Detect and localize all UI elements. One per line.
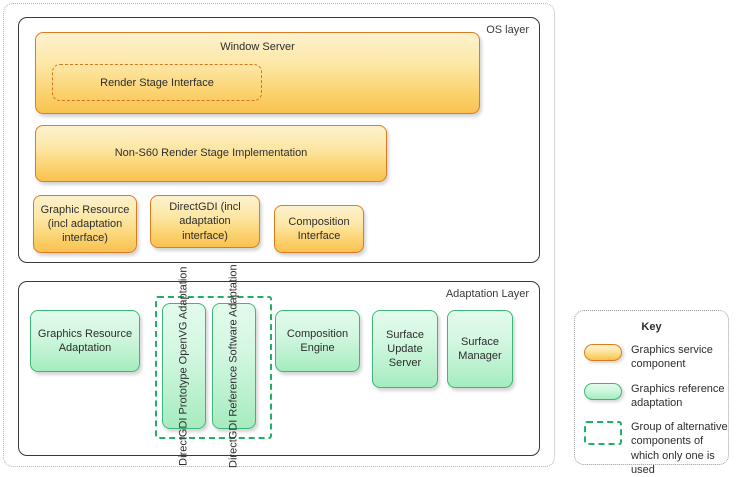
key-entry-adaptation: Graphics reference adaptation bbox=[575, 382, 728, 411]
key-swatch-altgroup-icon bbox=[584, 421, 622, 446]
component-directgdi-reference-software-adaptation[interactable]: DirectGDI Reference Software Adaptation bbox=[212, 264, 256, 468]
key-entry-service: Graphics service component bbox=[575, 343, 728, 372]
component-directgdi-prototype-openvg-adaptation[interactable]: DirectGDI Prototype OpenVG Adaptation bbox=[162, 266, 206, 466]
component-composition-engine-label: Composition Engine bbox=[286, 327, 349, 354]
component-surface-update-server[interactable]: Surface Update Server bbox=[372, 310, 438, 388]
component-window-server-label: Window Server bbox=[220, 41, 295, 53]
adaptation-layer-title: Adaptation Layer bbox=[445, 288, 529, 300]
key-entry-service-label: Graphics service component bbox=[631, 344, 713, 371]
component-non-s60-render-stage-implementation-label: Non-S60 Render Stage Implementation bbox=[114, 147, 308, 160]
diagram-outer-frame bbox=[3, 3, 555, 467]
component-directgdi-interface-label: DirectGDI (incl adaptation interface) bbox=[169, 201, 241, 242]
component-non-s60-render-stage-implementation[interactable]: Non-S60 Render Stage Implementation bbox=[35, 125, 387, 182]
key-panel: Key Graphics service component Graphics … bbox=[574, 310, 729, 476]
key-entry-altgroup: Group of alternative components of which… bbox=[575, 420, 728, 477]
component-composition-interface[interactable]: Composition Interface bbox=[274, 205, 364, 253]
component-directgdi-prototype-openvg-adaptation-label: DirectGDI Prototype OpenVG Adaptation bbox=[177, 266, 190, 466]
component-directgdi-reference-software-adaptation-label: DirectGDI Reference Software Adaptation bbox=[227, 264, 240, 468]
key-swatch-service-icon bbox=[584, 344, 622, 361]
component-render-stage-interface-label: Render Stage Interface bbox=[100, 76, 214, 89]
component-surface-manager[interactable]: Surface Manager bbox=[447, 310, 513, 388]
component-window-server[interactable]: Window Server bbox=[35, 32, 480, 114]
key-swatch-adaptation-icon bbox=[584, 382, 622, 400]
key-entry-adaptation-label: Graphics reference adaptation bbox=[631, 382, 725, 409]
component-graphic-resource[interactable]: Graphic Resource (incl adaptation interf… bbox=[33, 195, 137, 253]
component-graphics-resource-adaptation[interactable]: Graphics Resource Adaptation bbox=[30, 310, 140, 372]
component-graphics-resource-adaptation-label: Graphics Resource Adaptation bbox=[37, 327, 133, 354]
key-title: Key bbox=[641, 321, 662, 333]
component-surface-update-server-label: Surface Update Server bbox=[386, 328, 424, 370]
component-composition-engine[interactable]: Composition Engine bbox=[275, 310, 360, 372]
component-directgdi-interface[interactable]: DirectGDI (incl adaptation interface) bbox=[150, 195, 260, 248]
component-graphic-resource-label: Graphic Resource (incl adaptation interf… bbox=[40, 203, 130, 245]
component-surface-manager-label: Surface Manager bbox=[458, 335, 502, 362]
component-composition-interface-label: Composition Interface bbox=[288, 215, 350, 242]
component-render-stage-interface[interactable]: Render Stage Interface bbox=[52, 64, 262, 101]
alternatives-group-boundary bbox=[155, 296, 272, 439]
key-entry-altgroup-label: Group of alternative components of which… bbox=[631, 421, 728, 477]
os-layer-title: OS layer bbox=[486, 24, 529, 36]
